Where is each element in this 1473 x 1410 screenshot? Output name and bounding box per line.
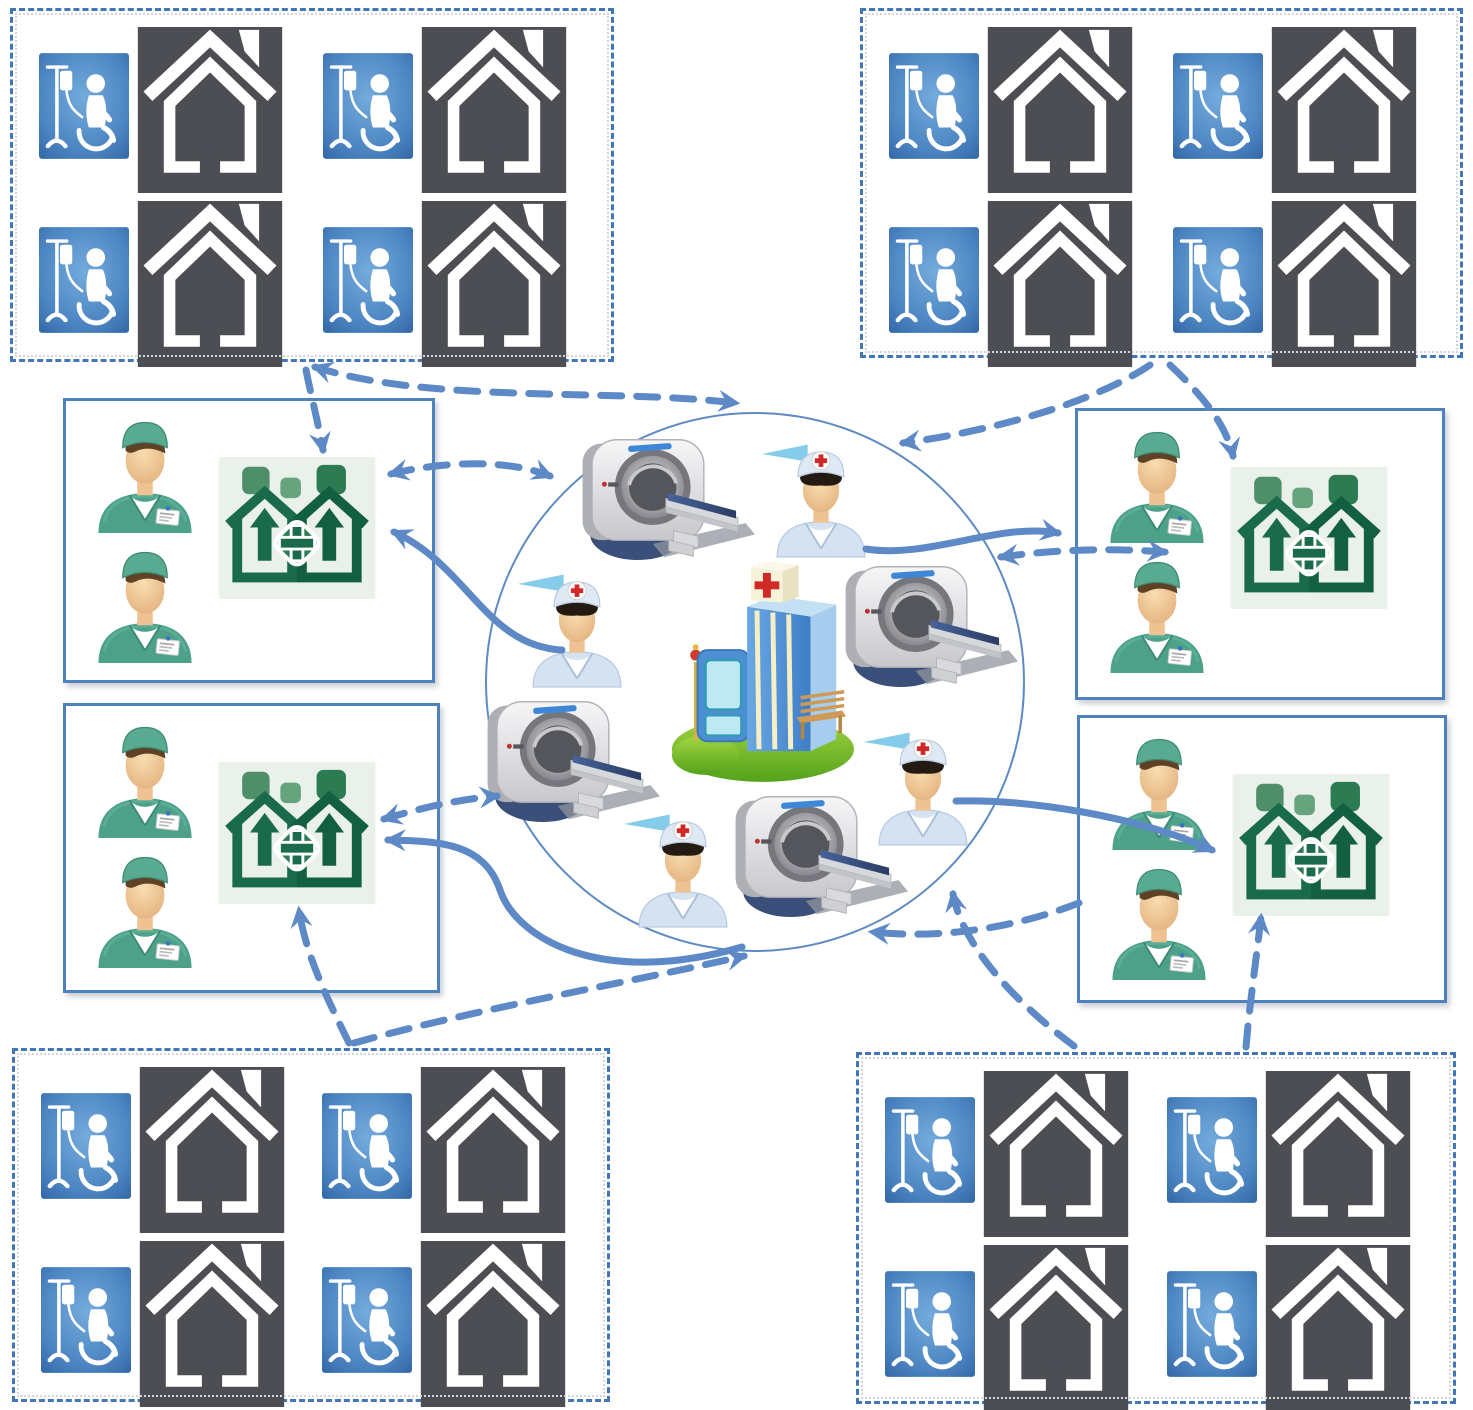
patient-home-grid <box>863 11 1460 355</box>
patient-home-pair <box>41 1067 318 1233</box>
patient-home-grid <box>859 1055 1453 1401</box>
patient-iv-wheelchair-icon <box>41 1093 131 1199</box>
patient-iv-wheelchair-icon <box>885 1271 975 1377</box>
patient-home-pair <box>1173 201 1453 367</box>
patient-iv-wheelchair-icon <box>1173 227 1263 333</box>
patient-iv-wheelchair-icon <box>322 1267 412 1373</box>
home-icon <box>1265 1245 1411 1410</box>
patient-home-pair <box>39 27 319 193</box>
community-clinic-logo <box>1230 467 1388 609</box>
patients-home-group-bottom-left <box>12 1048 610 1402</box>
patient-iv-wheelchair-icon <box>39 227 129 333</box>
patient-home-grid <box>13 11 611 359</box>
community-clinic-logo <box>218 762 376 904</box>
home-icon <box>420 1067 566 1233</box>
clinician-column <box>1100 724 1218 982</box>
patient-iv-wheelchair-icon <box>885 1097 975 1203</box>
patients-home-group-top-left <box>10 8 614 362</box>
patients-home-group-bottom-right <box>856 1052 1456 1404</box>
community-clinic-box-top-left <box>63 398 435 683</box>
community-clinic-box-bottom-right <box>1077 715 1447 1003</box>
clinician-column <box>86 712 204 970</box>
home-icon <box>137 201 283 367</box>
clinician-green-scrubs-icon <box>86 407 204 535</box>
clinician-green-scrubs-icon <box>86 712 204 840</box>
clinician-green-scrubs-icon <box>86 842 204 970</box>
patient-home-pair <box>885 1071 1163 1237</box>
home-icon <box>421 201 567 367</box>
community-clinic-logo <box>1232 774 1390 916</box>
home-icon <box>1271 27 1417 193</box>
patient-home-pair <box>885 1245 1163 1410</box>
patient-iv-wheelchair-icon <box>889 227 979 333</box>
patient-iv-wheelchair-icon <box>323 227 413 333</box>
patient-iv-wheelchair-icon <box>1167 1097 1257 1203</box>
patient-home-pair <box>889 201 1169 367</box>
home-icon <box>987 201 1133 367</box>
patient-home-pair <box>39 201 319 367</box>
patient-home-pair <box>323 27 603 193</box>
ct-scanner-icon <box>728 780 908 930</box>
clinician-column <box>1098 417 1216 675</box>
patient-iv-wheelchair-icon <box>323 53 413 159</box>
patient-iv-wheelchair-icon <box>889 53 979 159</box>
patient-home-pair <box>41 1241 318 1407</box>
community-clinic-logo <box>218 457 376 599</box>
patient-home-grid <box>15 1051 607 1399</box>
patients-home-group-top-right <box>860 8 1463 358</box>
home-icon <box>1271 201 1417 367</box>
patient-iv-wheelchair-icon <box>1173 53 1263 159</box>
home-icon <box>137 27 283 193</box>
patient-iv-wheelchair-icon <box>322 1093 412 1199</box>
home-icon <box>987 27 1133 193</box>
community-clinic-box-bottom-left <box>63 703 440 993</box>
community-clinic-box-top-right <box>1075 408 1445 700</box>
clinician-green-scrubs-icon <box>1098 417 1216 545</box>
home-icon <box>421 27 567 193</box>
clinician-green-scrubs-icon <box>86 537 204 665</box>
patient-iv-wheelchair-icon <box>1167 1271 1257 1377</box>
hospital-building-icon <box>660 545 858 788</box>
home-icon <box>139 1067 285 1233</box>
patient-home-pair <box>1167 1071 1445 1237</box>
home-icon <box>139 1241 285 1407</box>
doctor-icon <box>620 800 746 932</box>
home-icon <box>420 1241 566 1407</box>
doctor-icon <box>514 560 640 692</box>
patient-home-pair <box>322 1067 599 1233</box>
arrow-patients-br-to-hub <box>945 889 1078 1050</box>
patient-iv-wheelchair-icon <box>39 53 129 159</box>
patient-home-pair <box>1173 27 1453 193</box>
patient-iv-wheelchair-icon <box>41 1267 131 1373</box>
patient-home-pair <box>1167 1245 1445 1410</box>
patient-home-pair <box>322 1241 599 1407</box>
clinician-green-scrubs-icon <box>1100 854 1218 982</box>
clinician-green-scrubs-icon <box>1098 547 1216 675</box>
home-icon <box>983 1071 1129 1237</box>
patient-home-pair <box>889 27 1169 193</box>
ct-scanner-icon <box>838 550 1018 700</box>
clinician-green-scrubs-icon <box>1100 724 1218 852</box>
doctor-icon <box>758 430 884 562</box>
patient-home-pair <box>323 201 603 367</box>
clinician-column <box>86 407 204 665</box>
home-icon <box>983 1245 1129 1410</box>
home-icon <box>1265 1071 1411 1237</box>
